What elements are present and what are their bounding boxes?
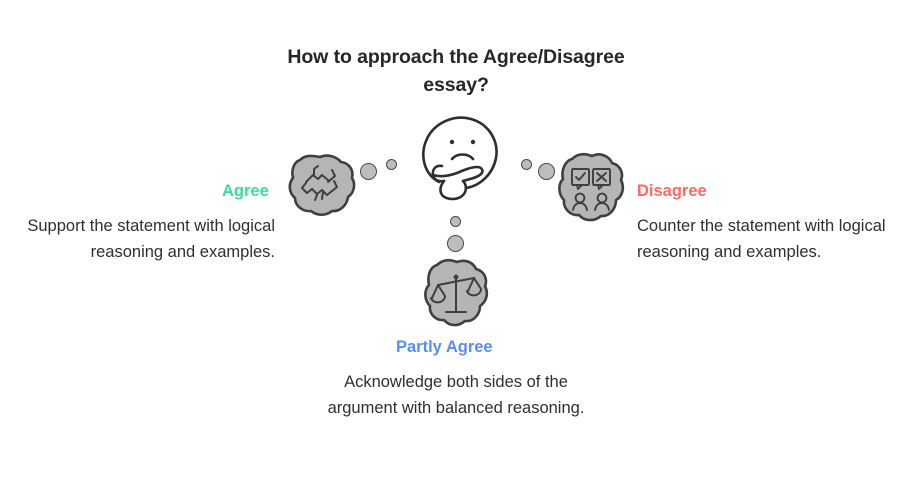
connector-dot-left-large xyxy=(360,163,377,180)
balance-scale-icon xyxy=(420,256,492,330)
connector-dot-left-small xyxy=(386,159,397,170)
branch-label-partly: Partly Agree xyxy=(396,338,493,356)
branch-description-disagree: Counter the statement with logical reaso… xyxy=(637,217,886,261)
branch-label-agree: Agree xyxy=(222,182,269,200)
thinking-face-icon xyxy=(414,108,506,202)
connector-dot-right-large xyxy=(538,163,555,180)
page-title: How to approach the Agree/Disagree essay… xyxy=(287,46,625,96)
branch-description-partly: Acknowledge both sides of the argument w… xyxy=(327,373,585,417)
connector-dot-bottom-large xyxy=(447,235,464,252)
opposing-opinions-icon xyxy=(554,150,628,226)
branch-label-disagree: Disagree xyxy=(637,182,707,200)
connector-dot-bottom-small xyxy=(450,216,461,227)
branch-description-agree: Support the statement with logical reaso… xyxy=(27,217,275,261)
handshake-icon xyxy=(284,152,358,220)
connector-dot-right-small xyxy=(521,159,532,170)
